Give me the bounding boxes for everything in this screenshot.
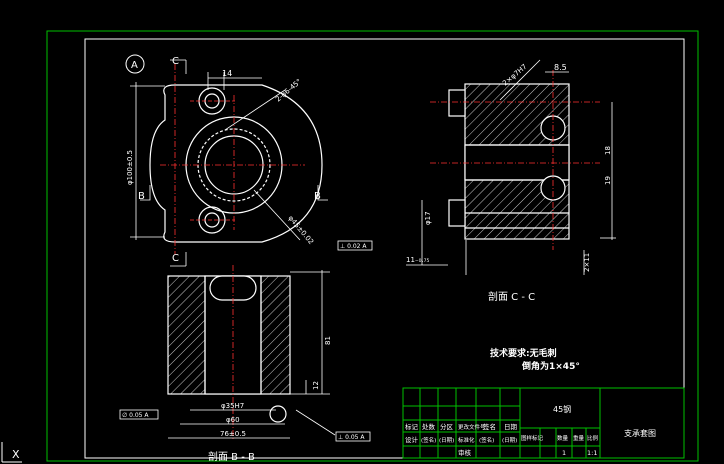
title-block	[402, 387, 685, 459]
gdt-frame-2	[335, 431, 371, 442]
tb-label-drawing-mark: 图样标记	[521, 434, 544, 442]
dim-phi100: φ100±0.5	[126, 150, 134, 185]
marker-b-left: B	[138, 191, 145, 202]
tb-row2-c5: (签名)	[479, 436, 494, 444]
tb-part-name: 支承套图	[624, 428, 656, 438]
dim-14: 14	[222, 69, 232, 78]
dim-12: 12	[312, 381, 320, 390]
inner-frame	[84, 38, 685, 459]
dim-11-075: 11₋₀.₇₅	[406, 256, 429, 264]
dim-2x11: 2×11	[583, 253, 591, 272]
tb-qty-value: 1	[562, 449, 566, 457]
tb-row2-c3: (日期)	[439, 437, 454, 444]
tb-label-scale: 比例	[587, 434, 599, 442]
tb-row1-c1: 标记	[405, 422, 419, 431]
dim-phi35h7: φ35H7	[221, 402, 244, 410]
tb-row2-c1: 设计	[405, 435, 419, 444]
outer-frame	[46, 30, 699, 462]
dim-81: 81	[324, 336, 332, 345]
dim-8-5: 8.5	[554, 63, 567, 72]
marker-c-bottom: C	[172, 253, 179, 264]
tb-scale-value: 1:1	[587, 449, 597, 457]
ucs-axis-icon: X	[1, 442, 22, 463]
tech-requirement-chamfer: 倒角为1×45°	[521, 360, 580, 372]
dim-18: 18	[604, 146, 612, 155]
dim-19: 19	[604, 176, 612, 185]
dim-phi60: φ60	[226, 416, 240, 424]
section-bb-label: 剖面 B - B	[208, 450, 255, 463]
tb-row1-c5: 签名	[483, 422, 496, 431]
gdt-frame-1	[337, 240, 373, 251]
section-cc-label: 剖面 C - C	[488, 290, 535, 303]
gdt-frame-3	[119, 409, 159, 420]
tech-requirement-title: 技术要求:无毛刺	[490, 347, 557, 359]
tb-row3-c4: 审核	[458, 448, 472, 457]
gdt-tol-3: ∅ 0.05 A	[122, 412, 149, 419]
section-bb-view	[167, 265, 336, 440]
gdt-tol-2: ⊥ 0.05 A	[338, 434, 365, 441]
datum-a-label: A	[131, 60, 138, 71]
section-cc-view	[406, 59, 616, 275]
tb-material: 45钢	[553, 404, 571, 414]
tb-label-qty: 数量	[557, 434, 569, 442]
tb-row2-c4: 标准化	[458, 436, 475, 444]
marker-b-right: B	[314, 191, 321, 202]
tb-row1-c2: 处数	[422, 422, 436, 431]
dim-2phi6: 2-φ6-45°	[274, 77, 303, 103]
dim-phi17: φ17	[424, 211, 432, 225]
tb-row1-c3: 分区	[440, 422, 454, 431]
datum-a-bubble	[125, 54, 145, 74]
tb-row2-c2: (签名)	[421, 436, 436, 444]
tb-row1-c4: 更改文件号	[458, 423, 486, 431]
svg-text:X: X	[12, 448, 20, 461]
tb-label-weight: 重量	[573, 434, 585, 442]
marker-c-top: C	[172, 56, 179, 67]
tb-row1-c6: 日期	[504, 423, 518, 431]
gdt-tol-1: ⊥ 0.02 A	[340, 243, 367, 250]
dim-76: 76±0.5	[220, 430, 246, 438]
plan-view	[130, 59, 328, 267]
tb-row2-c6: (日期)	[502, 437, 517, 444]
